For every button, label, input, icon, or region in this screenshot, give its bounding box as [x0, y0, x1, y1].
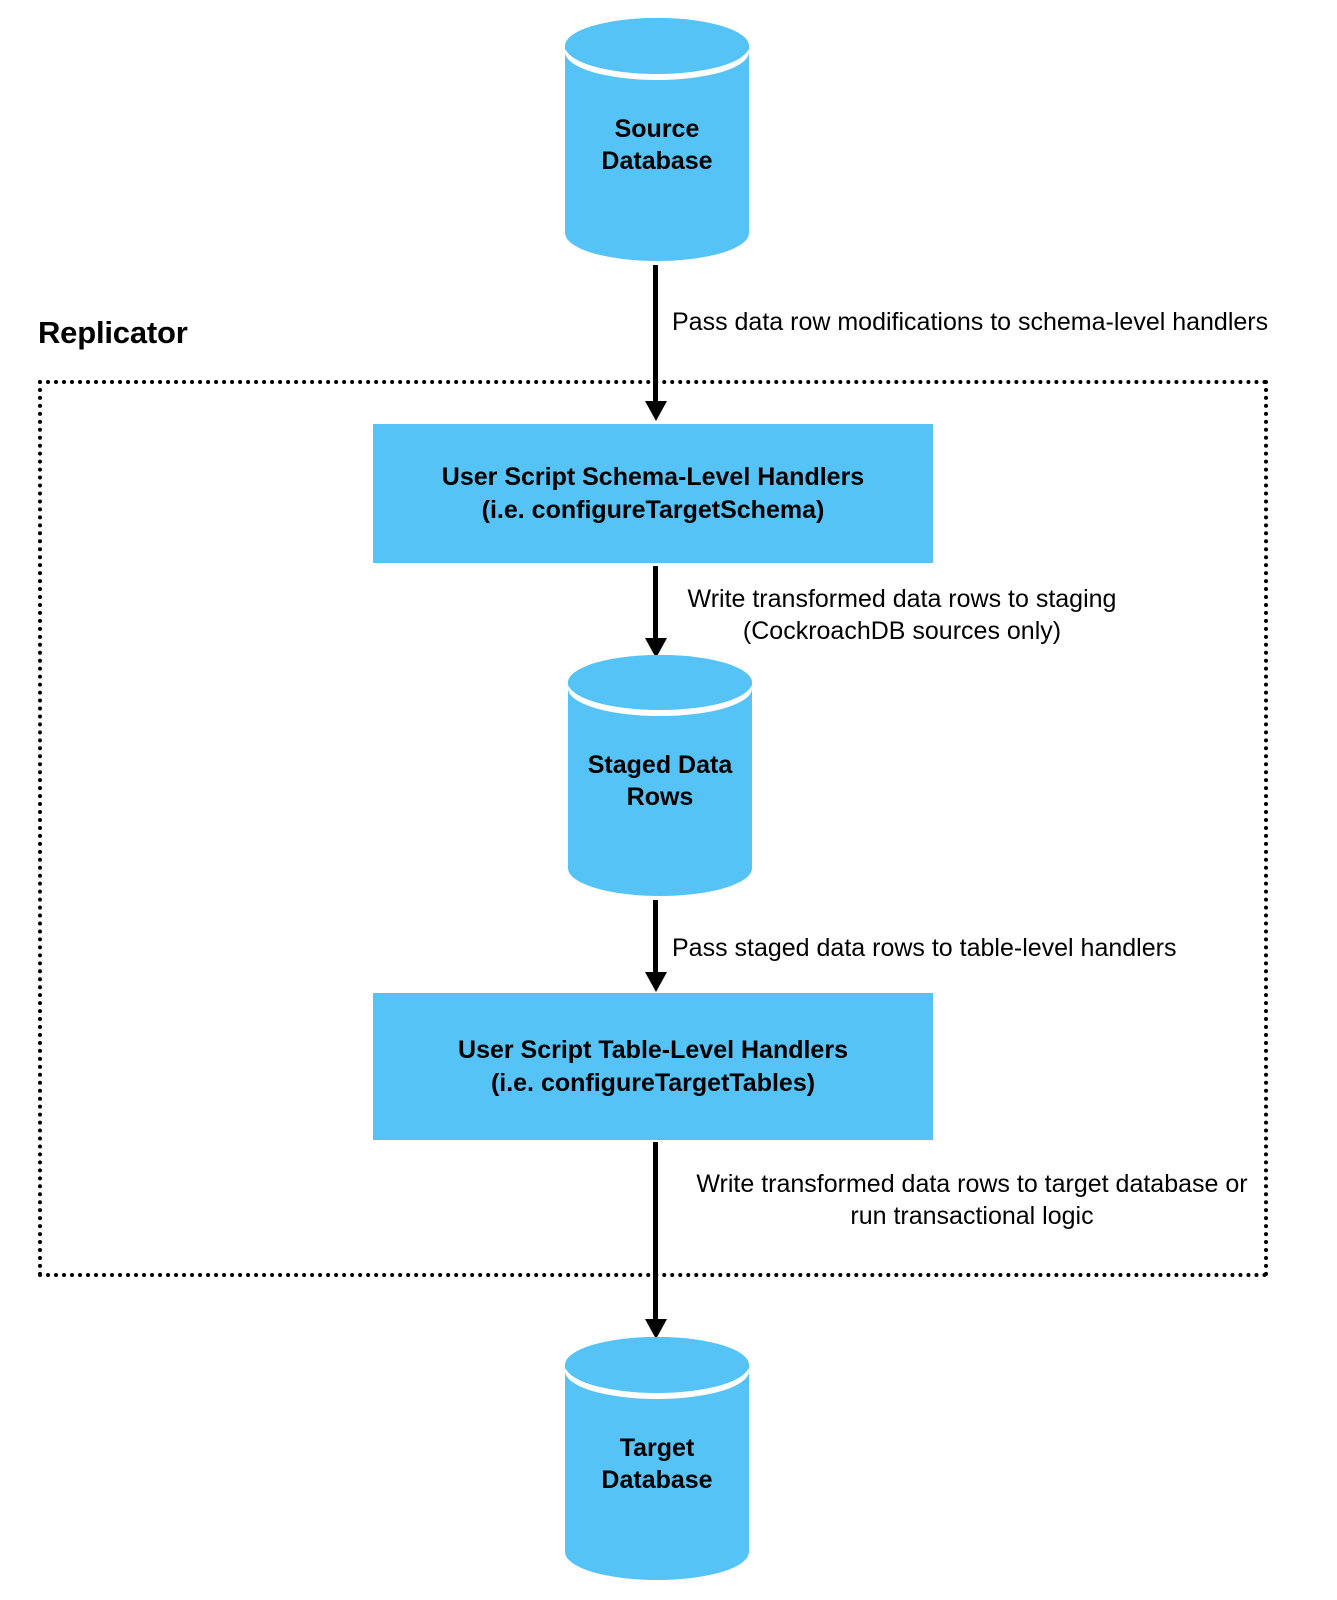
node-source-database: Source Database	[565, 18, 749, 261]
cylinder-lid	[565, 1337, 749, 1393]
arrow-staged-to-table	[644, 900, 667, 992]
node-label-staged-data-rows: Staged Data Rows	[587, 750, 733, 811]
node-table-level-handlers: User Script Table-Level Handlers (i.e. c…	[373, 993, 933, 1140]
arrow-source-to-schema	[644, 265, 667, 421]
arrowhead	[644, 401, 667, 421]
node-target-database: Target Database	[565, 1337, 749, 1580]
arrowhead	[644, 972, 667, 992]
arrowhead	[644, 638, 667, 658]
edge-label-table-to-target: Write transformed data rows to target da…	[696, 1170, 1248, 1230]
replicator-title: Replicator	[38, 315, 188, 350]
edge-label-source-to-schema: Pass data row modifications to schema-le…	[672, 308, 1269, 336]
node-schema-level-handlers: User Script Schema-Level Handlers (i.e. …	[373, 424, 933, 563]
edge-label-staged-to-table: Pass staged data rows to table-level han…	[672, 934, 1177, 962]
node-label-schema-level-handlers: User Script Schema-Level Handlers (i.e. …	[441, 463, 865, 524]
node-label-source-database: Source Database	[601, 114, 713, 175]
arrow-schema-to-staged	[644, 566, 667, 658]
edge-label-schema-to-staged: Write transformed data rows to staging (…	[687, 585, 1117, 645]
arrowhead	[644, 1319, 667, 1339]
node-staged-data-rows: Staged Data Rows	[568, 655, 752, 896]
node-label-target-database: Target Database	[601, 1433, 713, 1494]
node-label-table-level-handlers: User Script Table-Level Handlers (i.e. c…	[458, 1036, 848, 1097]
cylinder-lid	[565, 18, 749, 74]
cylinder-lid	[568, 655, 752, 711]
arrow-table-to-target	[644, 1142, 667, 1339]
